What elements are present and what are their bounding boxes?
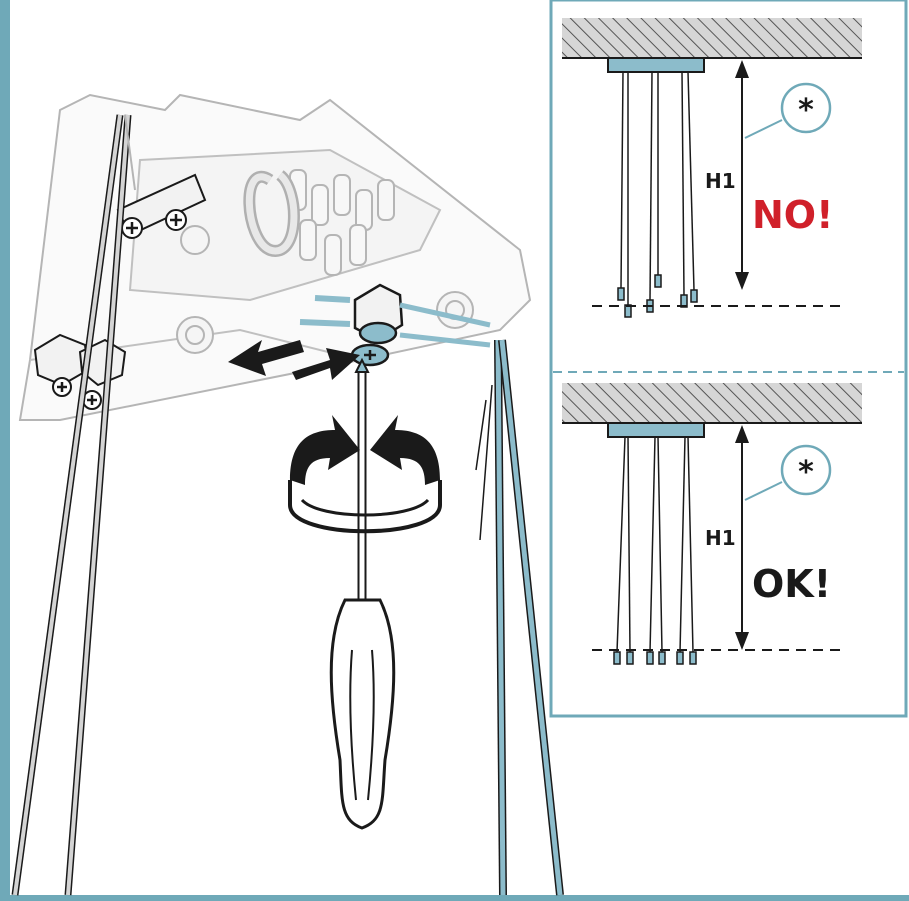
slide-double-arrow-icon bbox=[228, 340, 360, 380]
rotate-clockwise-icon bbox=[290, 415, 360, 485]
verdict-no: NO! bbox=[752, 193, 833, 237]
cable-clamp-lower-left bbox=[33, 333, 127, 410]
terminal-block bbox=[289, 169, 395, 276]
ceiling-hatch bbox=[562, 383, 862, 423]
suspension-cable-left bbox=[11, 114, 136, 896]
wire-gripper-icons bbox=[613, 651, 697, 665]
note-symbol: * bbox=[798, 93, 814, 128]
screwdriver bbox=[329, 357, 396, 830]
dimension-label: H1 bbox=[705, 526, 736, 550]
panel-correct: H1 OK! * bbox=[562, 383, 862, 665]
note-callout bbox=[780, 444, 832, 496]
cable-clamp-center bbox=[299, 283, 491, 367]
verdict-ok: OK! bbox=[752, 562, 831, 606]
rotation-ring-icon bbox=[288, 480, 442, 534]
cable-clamp-upper-left bbox=[116, 173, 207, 239]
bottom-frame-edge bbox=[0, 895, 909, 901]
suspension-cable-right bbox=[475, 339, 564, 896]
screw-icon bbox=[358, 321, 398, 345]
ceiling-hatch bbox=[562, 18, 862, 58]
suspension-wires-even bbox=[616, 436, 694, 653]
ceiling-canopy bbox=[607, 57, 705, 73]
fixture-illustration bbox=[11, 93, 564, 896]
suspension-wires-uneven bbox=[620, 71, 695, 305]
note-symbol: * bbox=[798, 455, 814, 490]
mount-hole-right bbox=[436, 291, 474, 329]
note-callout bbox=[780, 82, 832, 134]
height-dimension-arrow bbox=[735, 425, 749, 650]
rotate-counterclockwise-icon bbox=[370, 415, 440, 485]
left-frame-edge bbox=[0, 0, 10, 901]
comparison-panel-frame bbox=[549, 0, 908, 718]
panel-incorrect: H1 NO! * bbox=[562, 18, 862, 318]
height-dimension-arrow bbox=[735, 60, 749, 290]
mount-hole-left bbox=[176, 316, 214, 354]
screwdriver-handle bbox=[329, 598, 396, 830]
dimension-label: H1 bbox=[705, 169, 736, 193]
ceiling-canopy bbox=[607, 422, 705, 438]
